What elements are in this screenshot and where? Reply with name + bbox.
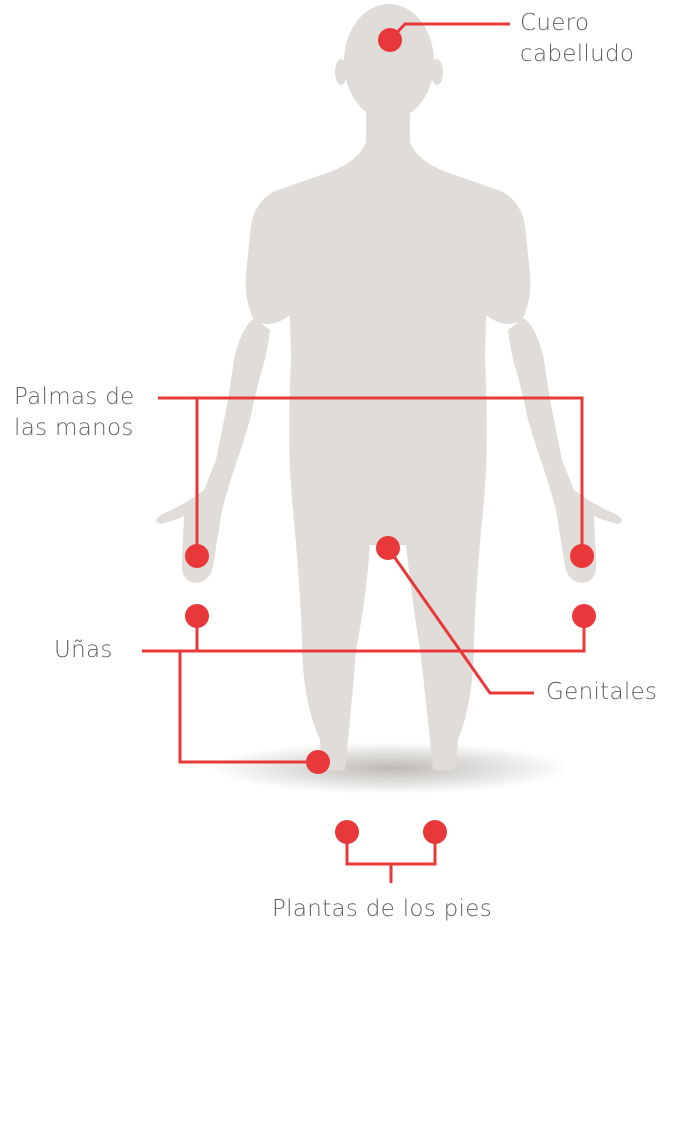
palms-label: Palmas de las manos [14, 384, 135, 441]
markers [185, 28, 596, 844]
scalp-label: Cuero cabelludo [520, 10, 635, 67]
genitals-connector [386, 547, 534, 695]
palms-connector [158, 396, 584, 556]
nails-label: Uñas [54, 637, 113, 663]
genitals-label: Genitales [546, 679, 658, 705]
ground-shadow [210, 742, 570, 794]
soles-label: Plantas de los pies [272, 896, 492, 922]
nail-left-marker [185, 604, 209, 628]
palm-right-marker [570, 544, 594, 568]
palm-left-marker [185, 544, 209, 568]
nail-right-marker [572, 604, 596, 628]
sole-left-marker [335, 820, 359, 844]
silhouette [156, 4, 622, 771]
scalp-marker [378, 28, 402, 52]
sole-right-marker [423, 820, 447, 844]
toenail-marker [306, 750, 330, 774]
soles-connector [345, 832, 437, 866]
nails-connector [142, 616, 586, 653]
genitals-marker [376, 536, 400, 560]
toenail-connector [178, 651, 318, 764]
